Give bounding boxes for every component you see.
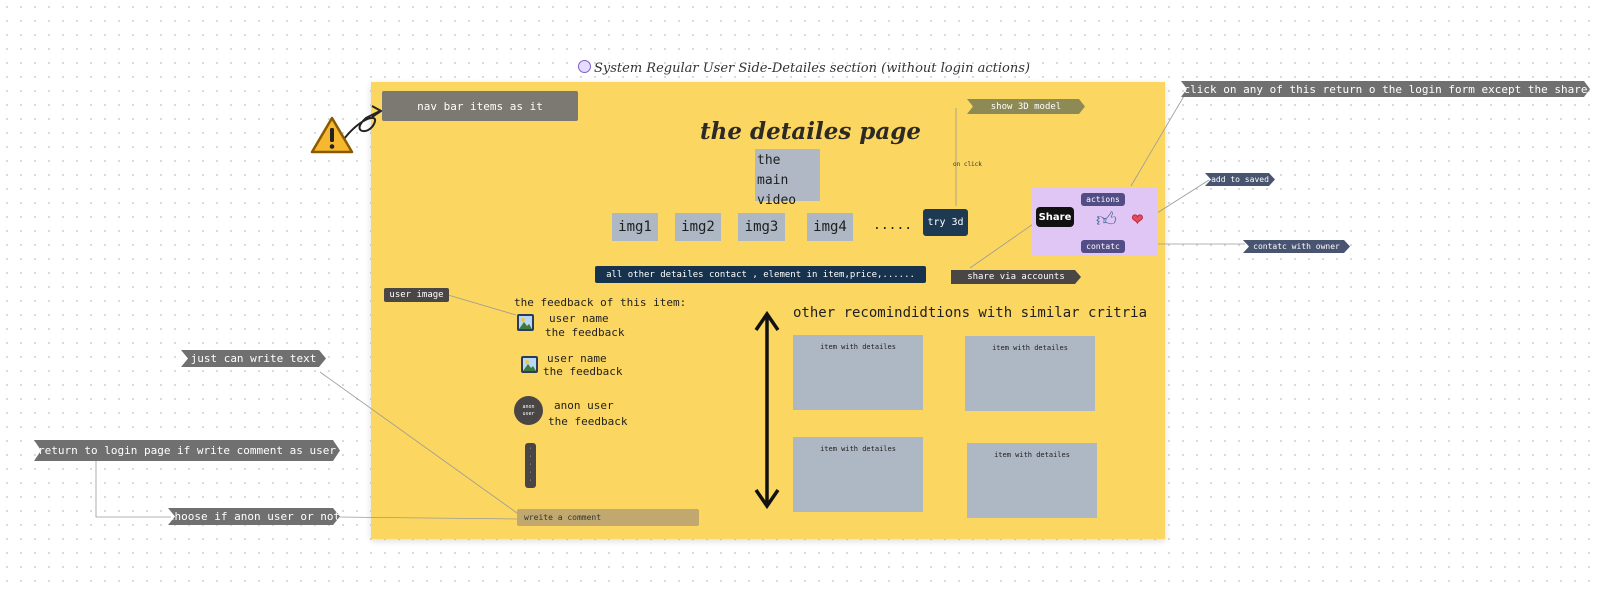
anon-avatar-line-2: user xyxy=(522,410,535,417)
write-comment-input[interactable]: wreite a comment xyxy=(517,509,699,526)
user-image-icon xyxy=(521,356,538,373)
contact-owner-note: contatc with owner xyxy=(1243,240,1350,253)
feedback-text-3: the feedback xyxy=(548,415,628,428)
image-thumb-1[interactable]: img1 xyxy=(612,213,658,241)
frame-icon xyxy=(578,60,591,73)
main-video[interactable]: the main video xyxy=(755,149,820,208)
add-to-saved-note: add to saved xyxy=(1205,173,1275,186)
contact-button[interactable]: contatc xyxy=(1081,240,1125,253)
actions-label: actions xyxy=(1081,193,1125,206)
anon-avatar-line-1: anon xyxy=(522,403,535,410)
recommendation-item[interactable]: item with detailes xyxy=(793,437,923,512)
feedback-user-1: user name xyxy=(549,312,609,325)
recommendation-item[interactable]: item with detailes xyxy=(793,335,923,410)
return-login-note: return to login page if write comment as… xyxy=(34,440,340,461)
recommendation-item[interactable]: item with detailes xyxy=(965,336,1095,411)
show-3d-note: show 3D model xyxy=(967,99,1085,114)
on-click-note: on click xyxy=(953,161,982,168)
just-text-note: just can write text xyxy=(181,350,326,367)
recommendation-item[interactable]: item with detailes xyxy=(967,443,1097,518)
share-via-note: share via accounts xyxy=(951,270,1081,284)
page-title: the detailes page xyxy=(700,118,921,145)
feedback-user-2: user name xyxy=(547,352,607,365)
login-note: click on any of this return o the login … xyxy=(1181,81,1590,97)
feedback-more-indicator[interactable]: ····· xyxy=(525,443,536,488)
image-thumb-2[interactable]: img2 xyxy=(675,213,721,241)
nav-bar[interactable]: nav bar items as it xyxy=(382,91,578,121)
more-images[interactable]: ..... xyxy=(873,218,913,233)
feedback-heading: the feedback of this item: xyxy=(514,296,687,309)
feedback-user-3: anon user xyxy=(554,399,614,412)
image-thumb-3[interactable]: img3 xyxy=(738,213,785,241)
details-bar: all other detailes contact , element in … xyxy=(595,266,926,283)
user-image-note: user image xyxy=(384,288,449,302)
heart-icon[interactable]: ❤︎ xyxy=(1132,208,1144,230)
recommendations-heading: other recomindidtions with similar critr… xyxy=(793,305,1148,321)
try-3d-button[interactable]: try 3d xyxy=(923,209,968,236)
feedback-text-1: the feedback xyxy=(545,326,625,339)
frame-title: System Regular User Side-Detailes sectio… xyxy=(578,60,1030,76)
image-thumb-4[interactable]: img4 xyxy=(807,213,853,241)
main-video-line-1: the main xyxy=(757,153,789,188)
thumbs-up-icon[interactable]: 👍︎ xyxy=(1096,207,1117,231)
frame-title-text: System Regular User Side-Detailes sectio… xyxy=(594,61,1030,76)
user-image-icon xyxy=(517,314,534,331)
main-video-line-2: video xyxy=(757,193,797,208)
choose-anon-note: choose if anon user or not xyxy=(167,510,341,523)
feedback-text-2: the feedback xyxy=(543,365,623,378)
warning-icon xyxy=(310,116,354,154)
share-button[interactable]: Share xyxy=(1036,207,1074,227)
